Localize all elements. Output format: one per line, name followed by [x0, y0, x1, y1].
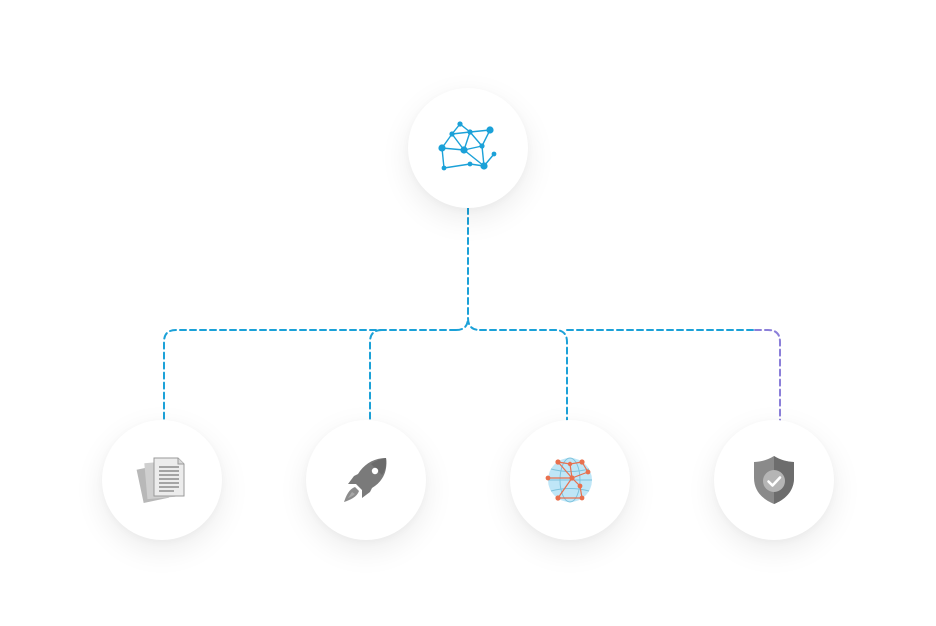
rocket-icon — [344, 458, 387, 502]
globe-network-icon — [545, 457, 592, 503]
connector-trunk — [467, 207, 481, 331]
root-node — [408, 88, 528, 208]
child-node-rocket — [306, 420, 426, 540]
connector-branch-shield-b — [754, 329, 781, 421]
network-nodes-icon — [438, 121, 497, 171]
child-node-documents — [102, 420, 222, 540]
child-node-shield — [714, 420, 834, 540]
connector-branch-documents — [163, 317, 469, 421]
connector-branch-rocket — [369, 329, 383, 421]
documents-icon — [136, 457, 185, 503]
shield-check-icon — [754, 456, 794, 504]
child-node-globe — [510, 420, 630, 540]
connector-branch-globe — [479, 329, 568, 421]
